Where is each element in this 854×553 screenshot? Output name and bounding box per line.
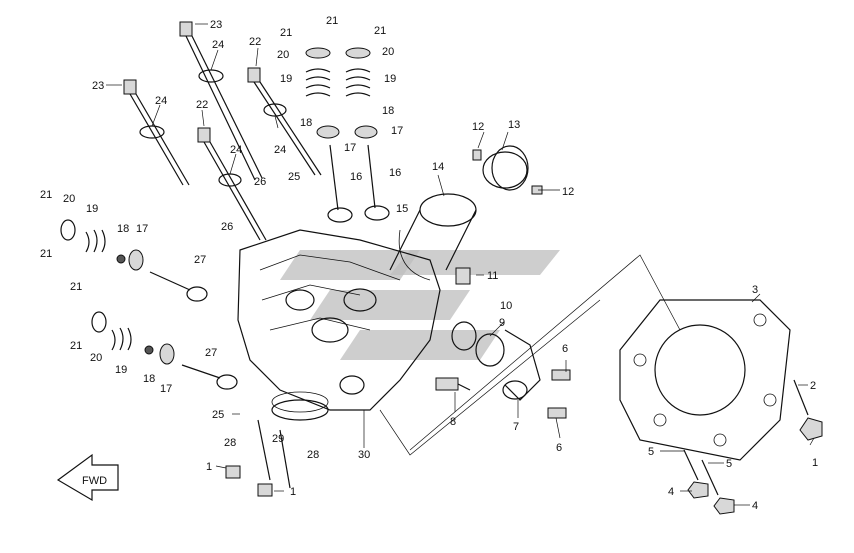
callout-label: 25 bbox=[212, 409, 224, 421]
valve-spring-upper-right bbox=[345, 47, 390, 221]
valve-spring-left-upper bbox=[60, 219, 208, 302]
callout-label: 19 bbox=[384, 73, 396, 85]
stud-bolt-left bbox=[225, 419, 291, 497]
callout-label: 18 bbox=[117, 223, 129, 235]
callout-label: 5 bbox=[726, 458, 732, 470]
callout-label: 18 bbox=[143, 373, 155, 385]
callout-label: 21 bbox=[70, 340, 82, 352]
callout-label: 8 bbox=[450, 416, 456, 428]
stud-bolt-lower-a bbox=[683, 449, 709, 499]
callout-label: 21 bbox=[40, 189, 52, 201]
callout-label: 1 bbox=[812, 457, 818, 469]
head-bolt-long-a bbox=[179, 21, 263, 181]
cylinder-head bbox=[237, 229, 441, 411]
leader-lines bbox=[106, 23, 815, 506]
head-bolt-medium-b bbox=[197, 127, 267, 241]
callout-label: 6 bbox=[562, 343, 568, 355]
callout-label: 17 bbox=[391, 125, 403, 137]
callout-label: 30 bbox=[358, 449, 370, 461]
callout-label: 20 bbox=[382, 46, 394, 58]
callout-label: 12 bbox=[562, 186, 574, 198]
callout-label: 29 bbox=[272, 433, 284, 445]
callout-label: 17 bbox=[160, 383, 172, 395]
callout-label: 24 bbox=[155, 95, 167, 107]
callout-label: 7 bbox=[513, 421, 519, 433]
cylinder-head-gasket bbox=[619, 299, 791, 461]
callout-label: 12 bbox=[472, 121, 484, 133]
callout-label: 4 bbox=[752, 500, 758, 512]
callout-label: 19 bbox=[86, 203, 98, 215]
plug-cap bbox=[455, 267, 471, 285]
valve-spring-upper-left bbox=[305, 47, 353, 223]
callout-label: 27 bbox=[194, 254, 206, 266]
callout-label: 28 bbox=[224, 437, 236, 449]
callout-label: 3 bbox=[752, 284, 758, 296]
callout-label: 24 bbox=[274, 144, 286, 156]
callout-label: 23 bbox=[92, 80, 104, 92]
head-bolt-medium-a bbox=[247, 67, 322, 176]
callout-label: 20 bbox=[63, 193, 75, 205]
callout-label: 20 bbox=[277, 49, 289, 61]
callout-label: 22 bbox=[196, 99, 208, 111]
head-bolt-long-b bbox=[123, 79, 190, 186]
callout-label: 21 bbox=[70, 281, 82, 293]
callout-label: 27 bbox=[205, 347, 217, 359]
callout-label: 10 bbox=[500, 300, 512, 312]
callout-label: 24 bbox=[212, 39, 224, 51]
callout-label: 26 bbox=[221, 221, 233, 233]
callout-label: 15 bbox=[396, 203, 408, 215]
callout-label: 17 bbox=[136, 223, 148, 235]
callout-label: 21 bbox=[374, 25, 386, 37]
callout-label: 2 bbox=[810, 380, 816, 392]
callout-label: 23 bbox=[210, 19, 222, 31]
thermostat-housing bbox=[451, 321, 571, 419]
callout-label: 4 bbox=[668, 486, 674, 498]
front-direction-label: FWD bbox=[82, 475, 107, 487]
stud-bolt-lower-b bbox=[701, 459, 735, 515]
callout-label: 21 bbox=[280, 27, 292, 39]
callout-label: 25 bbox=[288, 171, 300, 183]
callout-label: 28 bbox=[307, 449, 319, 461]
stud-bolt-right bbox=[793, 379, 823, 441]
callout-label: 1 bbox=[290, 486, 296, 498]
callout-label: 14 bbox=[432, 161, 444, 173]
callout-label: 21 bbox=[40, 248, 52, 260]
callout-label: 13 bbox=[508, 119, 520, 131]
callout-label: 21 bbox=[326, 15, 338, 27]
callout-label: 11 bbox=[487, 270, 498, 282]
temperature-sensor bbox=[435, 377, 471, 391]
callout-label: 18 bbox=[300, 117, 312, 129]
dowel-ring bbox=[271, 391, 329, 421]
callout-label: 17 bbox=[344, 142, 356, 154]
valve-spring-left-lower bbox=[91, 311, 238, 390]
callout-label: 6 bbox=[556, 442, 562, 454]
callout-label: 16 bbox=[389, 167, 401, 179]
callout-label: 5 bbox=[648, 446, 654, 458]
callout-label: 16 bbox=[350, 171, 362, 183]
callout-label: 22 bbox=[249, 36, 261, 48]
callout-label: 26 bbox=[254, 176, 266, 188]
callout-label: 1 bbox=[206, 461, 212, 473]
front-direction-arrow: FWD bbox=[56, 453, 119, 502]
callout-label: 19 bbox=[280, 73, 292, 85]
watermark-logo bbox=[280, 250, 560, 360]
callout-label: 24 bbox=[230, 144, 242, 156]
callout-label: 20 bbox=[90, 352, 102, 364]
callout-label: 19 bbox=[115, 364, 127, 376]
callout-label: 18 bbox=[382, 105, 394, 117]
intake-pipe bbox=[389, 151, 528, 281]
callout-label: 9 bbox=[499, 317, 505, 329]
callout-labels: 23 24 23 24 22 24 22 24 21 21 21 20 20 1… bbox=[40, 15, 818, 512]
